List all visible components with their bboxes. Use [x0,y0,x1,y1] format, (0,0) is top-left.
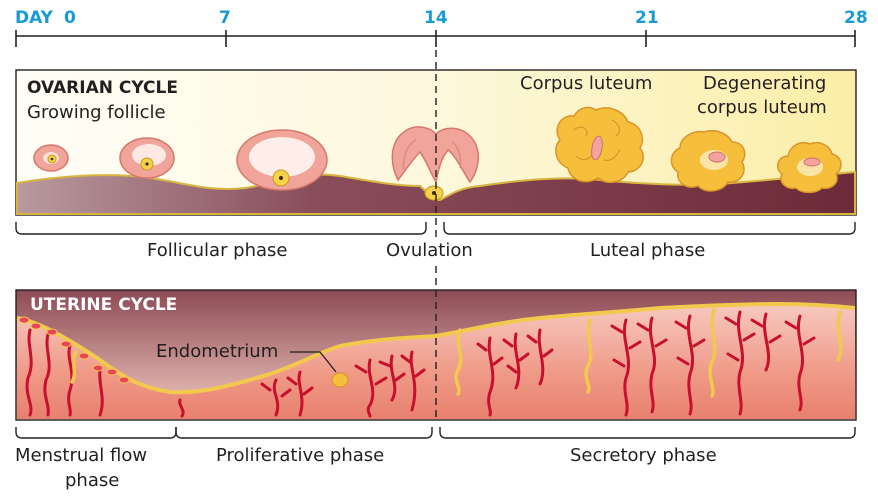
degenerating-corpus-luteum-1 [670,130,746,192]
timeline-tick-label-7: 7 [219,8,231,28]
ovarian-phase-brackets [15,222,856,235]
ovarian-cycle-panel [15,69,857,216]
degenerating-label-line2: corpus luteum [697,97,827,118]
timeline-tick-label-14: 14 [424,8,448,28]
menstrual-phase-label-line2: phase [65,470,120,491]
uterine-phase-brackets [15,427,856,439]
ovulation-label: Ovulation [386,240,473,262]
endometrium-leader [290,351,337,373]
secretory-phase-label: Secretory phase [570,445,717,466]
luteal-bracket [443,222,856,235]
endometrium-label: Endometrium [156,341,279,362]
follicle-small [33,144,69,172]
corpus-luteum-label: Corpus luteum [520,73,653,94]
timeline-day-label: DAY [15,8,53,28]
implantation-site [331,372,349,388]
degenerating-corpus-luteum-2 [777,142,842,194]
timeline-tick-label-21: 21 [635,8,659,28]
spiral-arteries [25,310,816,418]
follicular-bracket [15,222,427,235]
secretory-bracket [439,427,856,439]
menstrual-debris [18,316,130,384]
uterine-cycle-title: UTERINE CYCLE [30,295,178,315]
follicle-large [236,129,328,191]
ovulating-follicle [391,126,479,201]
timeline-tick-label-0: 0 [64,8,76,28]
timeline [15,30,856,47]
timeline-tick-label-28: 28 [844,8,868,28]
endometrium-tissue [17,304,855,419]
menstrual-bracket [15,427,177,439]
corpus-luteum-body [555,106,644,184]
follicular-phase-label: Follicular phase [147,240,288,261]
luteal-phase-label: Luteal phase [590,240,706,261]
uterine-glands [70,308,843,398]
proliferative-phase-label: Proliferative phase [216,445,385,466]
degenerating-label-line1: Degenerating [703,73,827,94]
proliferative-bracket [175,427,433,439]
ovarian-cycle-title: OVARIAN CYCLE [27,78,178,98]
growing-follicle-label: Growing follicle [27,102,166,123]
menstrual-phase-label-line1: Menstrual flow [15,445,148,466]
follicle-medium [119,137,175,179]
endometrium-surface [16,301,856,395]
